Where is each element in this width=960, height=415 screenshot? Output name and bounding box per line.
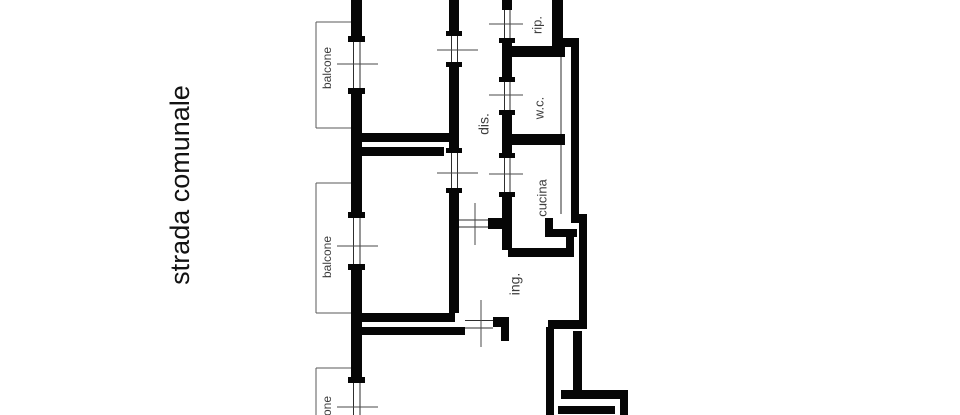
- hallway-label: dis.: [476, 113, 492, 135]
- wall-segment: [508, 46, 565, 57]
- balcony-3-label: balcone: [320, 396, 334, 415]
- wall-segment: [362, 133, 450, 142]
- wall-segment: [351, 270, 362, 377]
- wall-segment: [446, 148, 462, 153]
- wall-segment: [446, 188, 462, 193]
- wall-segment: [348, 377, 365, 383]
- wall-segment: [501, 327, 509, 341]
- wall-segment: [508, 134, 565, 145]
- wall-segment: [351, 94, 362, 212]
- balcony-1-label: balcone: [320, 47, 334, 89]
- wall-segment: [446, 31, 462, 36]
- wall-segment: [449, 0, 459, 33]
- wall-segment: [446, 62, 462, 67]
- wall-segment: [348, 36, 365, 42]
- wall-segment: [502, 40, 512, 82]
- wall-segment: [488, 218, 502, 229]
- storage-label: rip.: [529, 16, 544, 34]
- wall-segment: [566, 237, 574, 253]
- wall-segment: [493, 317, 509, 327]
- wall-segment: [362, 313, 455, 322]
- wall-segment: [545, 218, 553, 237]
- wall-segment: [357, 327, 465, 335]
- wall-segment: [502, 192, 512, 250]
- wall-segment: [561, 390, 628, 399]
- entrance-label: ing.: [507, 273, 523, 296]
- wall-segment: [502, 110, 512, 158]
- wall-segment: [620, 390, 628, 415]
- wall-segment: [348, 88, 365, 94]
- wall-segment: [348, 264, 365, 270]
- wall-segment: [571, 43, 579, 218]
- wall-segment: [558, 406, 615, 414]
- wall-segment: [351, 0, 362, 36]
- wall-segment: [579, 218, 587, 327]
- wall-segment: [573, 331, 582, 393]
- wc-label: w.c.: [531, 97, 546, 120]
- wall-segment: [502, 0, 512, 10]
- wall-segment: [548, 320, 587, 329]
- wall-segment: [449, 192, 459, 313]
- wall-segment: [546, 327, 554, 415]
- kitchen-label: cucina: [534, 178, 549, 216]
- wall-segment: [449, 67, 459, 153]
- wall-segment: [348, 212, 365, 218]
- wall-segment: [551, 229, 577, 237]
- wall-segment: [508, 248, 574, 257]
- balcony-2-label: balcone: [320, 236, 334, 278]
- wall-segment: [552, 38, 579, 47]
- street-label: strada comunale: [165, 85, 195, 285]
- wall-segment: [499, 77, 515, 82]
- wall-segment: [499, 153, 515, 158]
- wall-segment: [552, 0, 563, 42]
- wall-segment: [360, 147, 444, 156]
